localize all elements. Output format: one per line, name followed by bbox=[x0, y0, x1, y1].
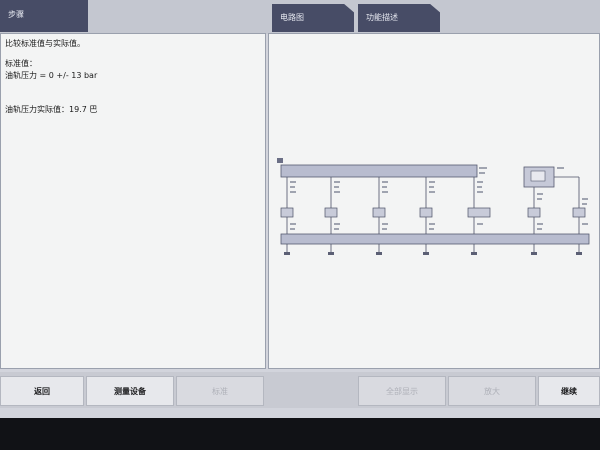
standard-value: 油轨压力 = 0 +/- 13 bar bbox=[5, 71, 98, 80]
wiring-diagram-panel bbox=[268, 33, 600, 369]
top-bus-bar bbox=[280, 164, 478, 178]
tab-steps[interactable]: 步骤 bbox=[0, 0, 88, 32]
bottom-bus-bar bbox=[280, 233, 590, 245]
diagram-marker-icon bbox=[277, 158, 283, 163]
component-wires bbox=[286, 176, 580, 252]
monitor-bezel bbox=[0, 418, 600, 450]
injector-components bbox=[280, 207, 586, 218]
show-all-button[interactable]: 全部显示 bbox=[358, 376, 446, 406]
tab-wiring-diagram[interactable]: 电路图 bbox=[272, 4, 354, 32]
continue-button[interactable]: 继续 bbox=[538, 376, 600, 406]
zoom-button[interactable]: 放大 bbox=[448, 376, 536, 406]
control-unit-inner bbox=[530, 170, 546, 182]
wiring-diagram[interactable] bbox=[269, 34, 599, 368]
back-button[interactable]: 返回 bbox=[0, 376, 84, 406]
steps-panel: 比较标准值与实际值。 标准值： 油轨压力 = 0 +/- 13 bar 油轨压力… bbox=[0, 33, 266, 369]
tab-strip: 步骤 电路图 功能描述 bbox=[0, 0, 600, 34]
pin-labels bbox=[290, 167, 588, 230]
standard-button[interactable]: 标准 bbox=[176, 376, 264, 406]
diagnostic-screen: 步骤 电路图 功能描述 比较标准值与实际值。 标准值： 油轨压力 = 0 +/-… bbox=[0, 0, 600, 418]
bottom-button-bar: 返回 测量设备 标准 全部显示 放大 继续 bbox=[0, 372, 600, 408]
instruction-heading: 比较标准值与实际值。 bbox=[5, 39, 85, 48]
tab-function-description[interactable]: 功能描述 bbox=[358, 4, 440, 32]
actual-value: 油轨压力实际值：19.7 巴 bbox=[5, 105, 98, 114]
measure-device-button[interactable]: 测量设备 bbox=[86, 376, 174, 406]
standard-label: 标准值： bbox=[5, 59, 37, 68]
ground-symbols bbox=[284, 252, 582, 255]
